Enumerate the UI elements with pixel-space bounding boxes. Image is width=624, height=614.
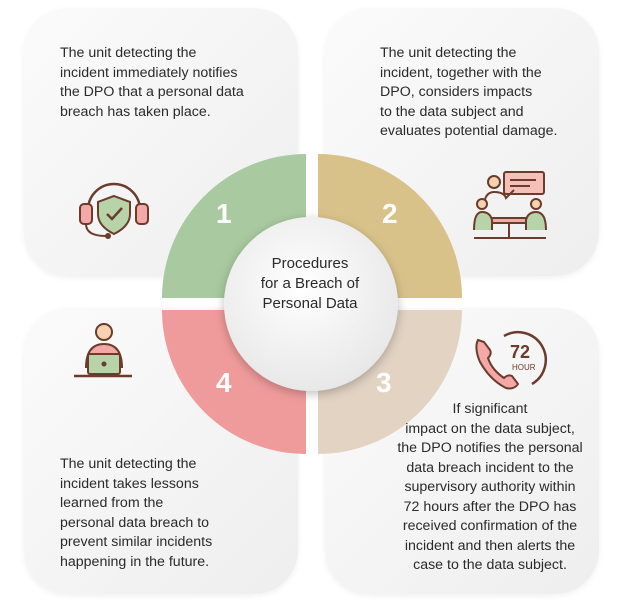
center-circle: [224, 217, 398, 391]
headset-shield-icon: [79, 182, 149, 239]
hours-value: 72: [510, 342, 530, 362]
step-number-3: 3: [376, 367, 392, 398]
step-2-text: The unit detecting the incident, togethe…: [380, 45, 558, 139]
step-4-text: The unit detecting the incident takes le…: [60, 456, 213, 570]
step-1-text: The unit detecting the incident immediat…: [60, 45, 244, 120]
step-number-4: 4: [216, 367, 232, 398]
step-number-1: 1: [216, 198, 232, 229]
step-number-2: 2: [382, 198, 398, 229]
hours-label: HOUR: [512, 363, 536, 372]
person-laptop-icon: [74, 323, 132, 378]
center-title: Procedures for a Breach of Personal Data: [260, 255, 360, 312]
step-3-text: If significant impact on the data subjec…: [397, 401, 583, 573]
phone-72-hour-icon: 72 HOUR: [475, 331, 547, 390]
meeting-presentation-icon: [473, 171, 547, 239]
